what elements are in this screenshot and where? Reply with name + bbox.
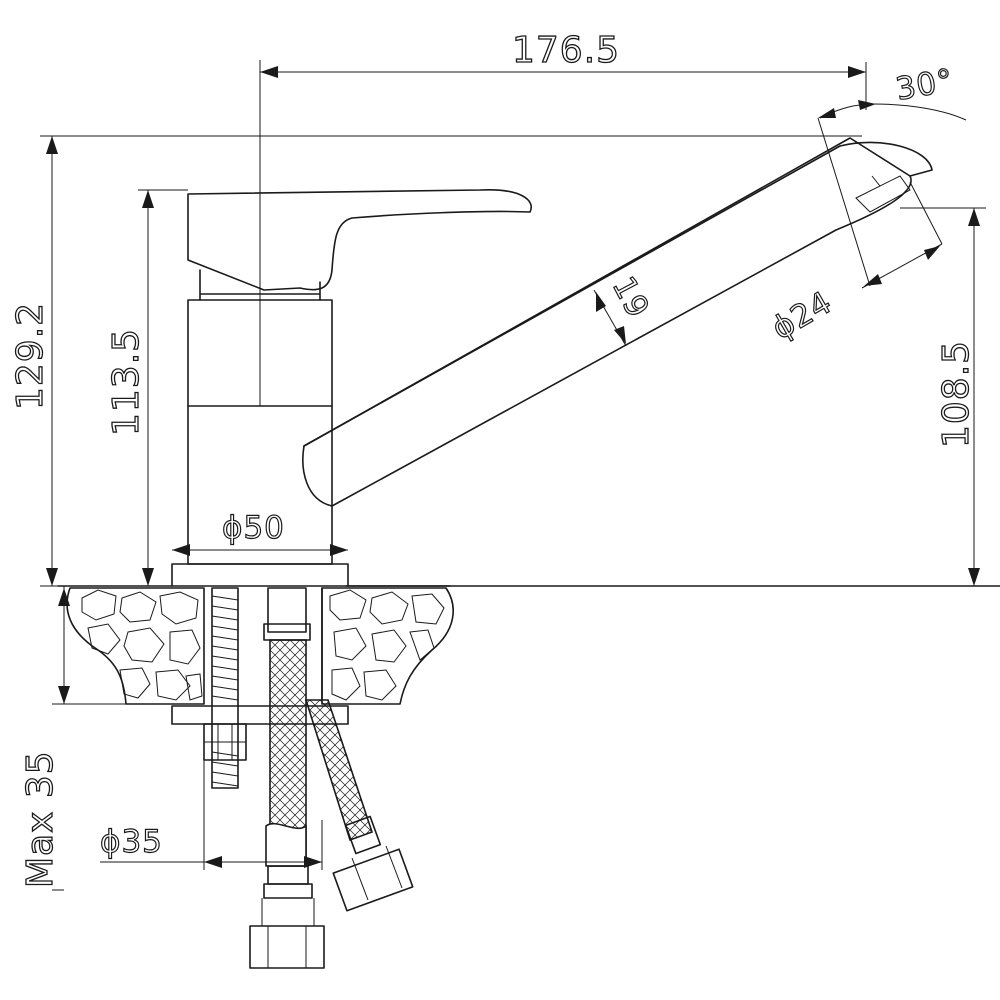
mounting-hardware [171, 587, 349, 789]
body-height-label: 113.5 [106, 328, 147, 436]
spout-reach-label: 176.5 [512, 30, 620, 71]
total-height-label: 129.2 [10, 302, 51, 410]
spout-diameter-label: ϕ24 [766, 284, 838, 347]
max-thickness-label: Max 35 [20, 750, 61, 888]
spout-angle-label: 30° [893, 62, 956, 108]
faucet-body [171, 60, 532, 587]
spout [302, 137, 933, 507]
countertop-section [57, 585, 1000, 705]
base-diameter-label: ϕ50 [222, 510, 285, 546]
spout-height-label: 108.5 [936, 340, 977, 448]
spout-thickness-label: 19 [605, 271, 656, 325]
flex-hoses [249, 587, 414, 969]
dimension-lines [40, 62, 986, 891]
mount-diameter-label: ϕ35 [100, 824, 163, 860]
